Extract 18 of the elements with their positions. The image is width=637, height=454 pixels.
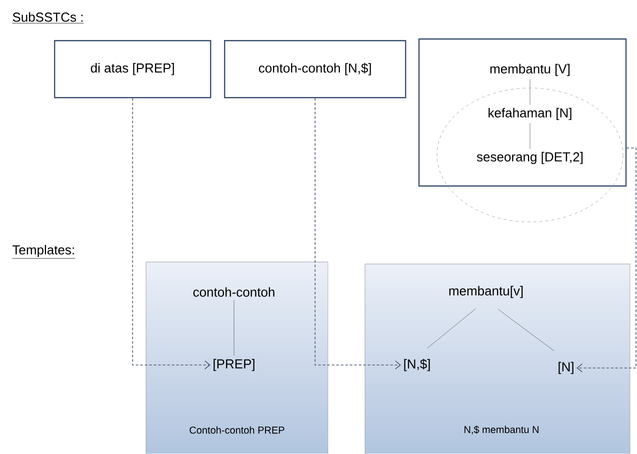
tree-word: kefahaman [N] (488, 108, 572, 120)
tree-word: [PREP] (214, 358, 254, 372)
dashed-arrow (576, 148, 636, 372)
section-heading: SubSSTCs : (12, 12, 84, 24)
tree-branch (427, 308, 476, 348)
phrase-box: di atas [PREP] (54, 40, 212, 98)
dashed-arrow (314, 98, 402, 370)
tree-word: contoh-contoh (193, 287, 274, 297)
tree-word: membantu[v] (449, 286, 523, 298)
tree-word: seseorang [DET,2] (476, 152, 583, 164)
tree-word: membantu [V] (490, 64, 570, 76)
tree-box (418, 38, 627, 187)
phrase-box: contoh-contoh [N,$] (224, 40, 406, 98)
tree-word: [N] (558, 362, 574, 374)
tree-branch (498, 308, 554, 351)
dashed-arrow (132, 98, 210, 370)
section-heading: Templates: (12, 244, 76, 259)
tree-word: [N,$] (404, 358, 430, 372)
